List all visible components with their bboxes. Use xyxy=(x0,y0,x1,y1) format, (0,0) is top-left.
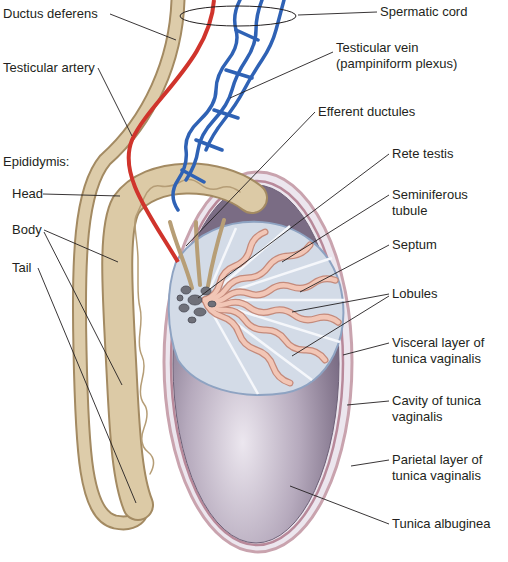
part-label: Ductus deferens xyxy=(3,6,98,22)
part-label: Head xyxy=(12,186,43,202)
part-label: Visceral layer of tunica vaginalis xyxy=(392,335,502,367)
rete-testis xyxy=(177,286,216,323)
septa xyxy=(205,226,345,394)
cut-surface xyxy=(169,222,344,395)
part-label: Tail xyxy=(12,260,32,276)
efferent-ductules xyxy=(170,220,224,288)
part-label: Body xyxy=(12,222,42,238)
part-label: Tunica albuginea xyxy=(392,516,491,532)
part-label: Epididymis: xyxy=(3,154,69,170)
epididymis xyxy=(117,179,252,505)
parietal-layer xyxy=(164,172,352,552)
part-label: Parietal layer of tunica vaginalis xyxy=(392,452,502,484)
leader-lines xyxy=(38,12,389,524)
part-label: Testicular artery xyxy=(3,60,95,76)
part-label: Rete testis xyxy=(392,146,453,162)
part-label: Cavity of tunica vaginalis xyxy=(392,393,492,425)
pampiniform-plexus xyxy=(173,0,284,210)
part-label: Spermatic cord xyxy=(380,4,467,20)
spermatic-cord-ring xyxy=(180,6,296,26)
part-label: Efferent ductules xyxy=(318,104,415,120)
part-label: Lobules xyxy=(392,286,438,302)
part-label: Septum xyxy=(392,237,437,253)
testicular-artery xyxy=(129,0,214,262)
part-label: Seminiferous tubule xyxy=(392,187,477,219)
part-label: Testicular vein (pampiniform plexus) xyxy=(336,40,466,72)
